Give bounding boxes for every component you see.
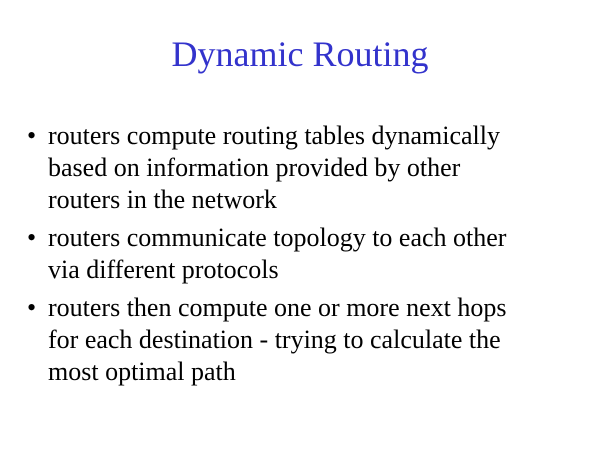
bullet-text-line: routers compute routing tables dynamical… <box>48 121 500 150</box>
bullet-text-line: most optimal path <box>48 357 236 386</box>
bullet-item: • routers communicate topology to each o… <box>0 222 600 286</box>
bullet-text-line: for each destination - trying to calcula… <box>48 325 501 354</box>
bullet-text-line: based on information provided by other <box>48 153 461 182</box>
bullet-item: • routers then compute one or more next … <box>0 292 600 388</box>
slide-title: Dynamic Routing <box>171 34 429 74</box>
bullet-text-line: routers in the network <box>48 185 277 214</box>
bullet-text-line: routers then compute one or more next ho… <box>48 293 507 322</box>
bullet-item: • routers compute routing tables dynamic… <box>0 120 600 216</box>
bullet-icon: • <box>27 293 37 322</box>
bullet-list: • routers compute routing tables dynamic… <box>0 120 600 394</box>
bullet-text-line: routers communicate topology to each oth… <box>48 223 507 252</box>
bullet-icon: • <box>27 121 37 150</box>
bullet-icon: • <box>27 223 37 252</box>
bullet-text-line: via different protocols <box>48 255 279 284</box>
